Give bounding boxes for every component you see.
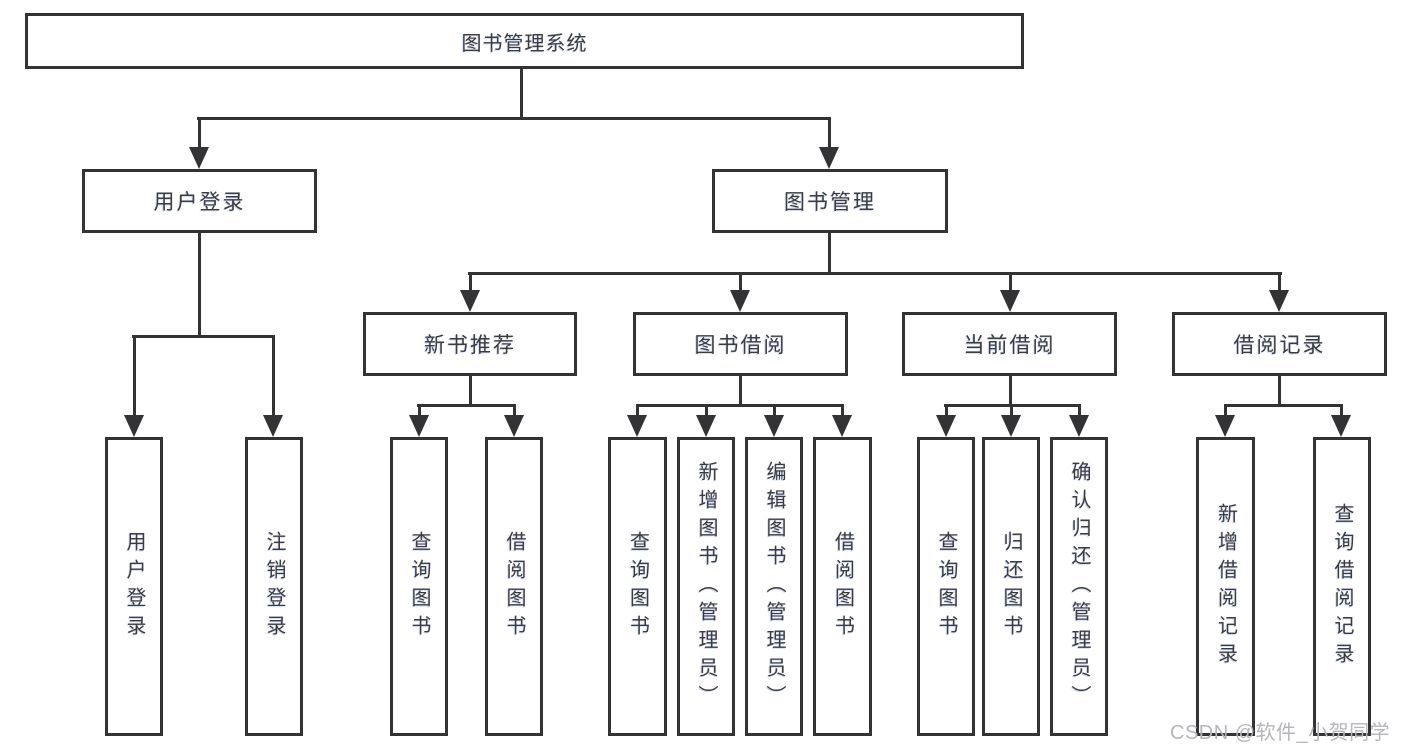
leaf-borrow-book-borrowing-label: 借阅图书 [831,530,854,643]
connector-line [1278,376,1281,406]
connector-line [1278,272,1281,294]
node-root: 图书管理系统 [25,13,1024,69]
node-borrowing-records: 借阅记录 [1172,312,1387,376]
connector-line [1224,404,1227,417]
connector-line [841,404,844,417]
node-current-borrowing: 当前借阅 [902,312,1117,376]
node-new-book-recommend-label: 新书推荐 [424,334,516,357]
leaf-add-book-admin: 新增图书（管理员） [677,437,735,736]
connector-line [636,404,639,417]
arrow-down-icon [1331,415,1351,437]
leaf-edit-book-admin-label: 编辑图书（管理员） [763,460,785,713]
node-new-book-recommend: 新书推荐 [363,312,577,376]
node-borrowing-records-label: 借阅记录 [1233,334,1326,357]
arrow-down-icon [764,415,784,437]
arrow-down-icon [1269,290,1289,312]
leaf-logout: 注销登录 [245,437,303,736]
connector-line [417,404,516,407]
connector-line [469,272,472,294]
arrow-down-icon [730,290,750,312]
arrow-down-icon [1069,415,1089,437]
arrow-down-icon [627,415,647,437]
node-current-borrowing-label: 当前借阅 [963,334,1056,357]
leaf-return-book-label: 归还图书 [1000,530,1022,643]
arrow-down-icon [189,147,209,169]
arrow-down-icon [1001,415,1021,437]
connector-line [739,376,742,406]
arrow-down-icon [819,147,839,169]
connector-line [272,335,275,417]
leaf-borrow-book-recommend: 借阅图书 [485,437,543,736]
node-user-login: 用户登录 [82,169,317,233]
leaf-query-book-borrowing: 查询图书 [608,437,667,736]
connector-line [773,404,776,417]
node-root-label: 图书管理系统 [461,32,588,55]
leaf-edit-book-admin: 编辑图书（管理员） [745,437,803,736]
leaf-borrow-book-recommend-label: 借阅图书 [503,530,525,643]
connector-line [739,272,742,294]
connector-line [828,117,831,150]
arrow-down-icon [460,290,480,312]
arrow-down-icon [1000,290,1020,312]
connector-line [1010,404,1013,417]
connector-line [520,69,523,118]
arrow-down-icon [409,415,429,437]
leaf-confirm-return-admin-label: 确认归还（管理员） [1068,460,1090,713]
leaf-query-borrow-record-label: 查询借阅记录 [1331,502,1353,671]
leaf-add-book-admin-label: 新增图书（管理员） [695,460,717,713]
connector-line [133,335,136,417]
leaf-query-book-recommend: 查询图书 [390,437,448,736]
arrow-down-icon [696,415,716,437]
arrow-down-icon [124,415,144,437]
connector-line [132,335,275,338]
leaf-query-book-current: 查询图书 [917,437,975,736]
leaf-add-borrow-record: 新增借阅记录 [1196,437,1255,736]
leaf-query-book-recommend-label: 查询图书 [408,530,430,643]
leaf-query-book-current-label: 查询图书 [935,530,957,643]
leaf-query-book-borrowing-label: 查询图书 [626,530,649,643]
connector-line [469,376,472,406]
connector-line [828,233,831,274]
arrow-down-icon [832,415,852,437]
connector-line [1224,404,1343,407]
connector-line [198,117,201,150]
node-book-borrowing-label: 图书借阅 [694,334,787,357]
connector-line [418,404,421,417]
node-book-management: 图书管理 [712,169,948,233]
leaf-add-borrow-record-label: 新增借阅记录 [1214,502,1237,671]
leaf-user-login: 用户登录 [105,437,163,736]
connector-line [705,404,708,417]
connector-line [513,404,516,417]
connector-line [468,272,1282,275]
node-book-management-label: 图书管理 [784,191,876,214]
leaf-return-book: 归还图书 [982,437,1040,736]
connector-line [945,404,948,417]
leaf-logout-label: 注销登录 [263,530,285,643]
arrow-down-icon [936,415,956,437]
connector-line [1009,376,1012,406]
arrow-down-icon [504,415,524,437]
connector-line [1078,404,1081,417]
connector-line [1340,404,1343,417]
leaf-confirm-return-admin: 确认归还（管理员） [1050,437,1108,736]
connector-line [636,404,844,407]
node-book-borrowing: 图书借阅 [633,312,848,376]
leaf-borrow-book-borrowing: 借阅图书 [813,437,872,736]
leaf-query-borrow-record: 查询借阅记录 [1313,437,1371,736]
arrow-down-icon [1215,415,1235,437]
watermark: CSDN @软件_小贺同学 [1170,722,1391,744]
connector-line [1009,272,1012,294]
arrow-down-icon [263,415,283,437]
leaf-user-login-label: 用户登录 [123,530,145,643]
node-user-login-label: 用户登录 [153,191,246,214]
connector-line [198,233,201,337]
connector-line [197,117,831,120]
